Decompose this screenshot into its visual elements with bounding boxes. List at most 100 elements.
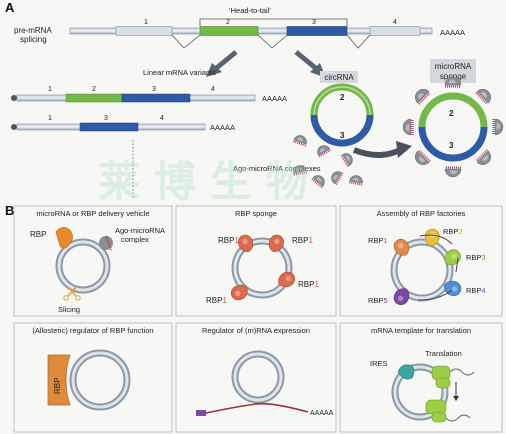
- rbp-sponge-proteins: [230, 234, 296, 301]
- premrna-transcript: [69, 18, 433, 49]
- factory-arrows: [417, 234, 459, 301]
- ires-label: IRES: [370, 359, 388, 368]
- title-regulator: Regulator of (m)RNA expression: [202, 326, 310, 335]
- exon-number-3: 3: [312, 19, 316, 26]
- rbp-protein: [393, 288, 410, 306]
- ago-microrna-complex: [415, 149, 431, 165]
- rbp-protein: [393, 238, 410, 256]
- ago-complexes-label: Ago-microRNA complexes: [233, 164, 321, 173]
- circrna: [310, 83, 374, 147]
- arrow-to-circrna: [294, 50, 320, 72]
- rbp-protein: [278, 271, 296, 288]
- variant1-exon-1: 1: [48, 86, 52, 93]
- arrow-to-linear: [212, 50, 238, 72]
- delivery-rbp-label: RBP: [30, 230, 46, 239]
- linear-variant-2: [11, 122, 206, 132]
- variant2-exon-1: 1: [48, 115, 52, 122]
- variant1-polya: AAAAA: [262, 94, 287, 103]
- ago-microrna-complex: [415, 89, 431, 105]
- regulator-polya: AAAAA: [310, 410, 334, 417]
- sponge-ago-complexes: [402, 76, 504, 178]
- factory-label-4: RBP4: [466, 286, 486, 295]
- premrna-label: pre-mRNA: [14, 26, 52, 35]
- title-factories: Assembly of RBP factories: [377, 209, 466, 218]
- factory-proteins: [393, 228, 462, 306]
- ribosome-1: [431, 365, 451, 389]
- delivery-ago-label2: complex: [121, 235, 149, 244]
- sponge-label-line2: sponge: [440, 72, 467, 81]
- ago-microrna-complex: [331, 171, 344, 185]
- rbp-sponge-label-2: RBP1: [292, 236, 313, 245]
- arrow-to-sponge: [352, 147, 402, 158]
- factory-label-2: RBP2: [443, 227, 463, 236]
- linear-variant-1: [11, 93, 256, 103]
- regulator-circle: [231, 350, 285, 404]
- nascent-peptide-2: [445, 414, 471, 422]
- delivery-ago-complex: [99, 235, 113, 251]
- subpanel-factories: [339, 205, 503, 317]
- subpanel-allosteric: [13, 322, 173, 433]
- factory-label-5: RBP5: [368, 296, 388, 305]
- delivery-ago-label1: Ago-microRNA: [115, 226, 165, 235]
- ago-microrna-complex: [492, 118, 504, 136]
- rbp-protein: [230, 284, 248, 301]
- sponge-exon-3: 3: [449, 141, 454, 150]
- splicing-label: splicing: [20, 35, 47, 44]
- ires-element: [397, 364, 415, 380]
- translation-label: Translation: [425, 349, 462, 358]
- allosteric-rbp-label: RBP: [53, 378, 62, 394]
- premrna-polya: AAAAA: [440, 28, 465, 37]
- rbp-protein: [444, 249, 461, 266]
- subpanel-translation: [339, 322, 503, 433]
- exon-4: [369, 26, 421, 36]
- circrna-exon-2: 2: [340, 93, 345, 102]
- slicing-label: Slicing: [58, 305, 80, 314]
- variant1-exon-4: 4: [211, 86, 215, 93]
- watermark: 莱博生物: [98, 157, 322, 206]
- ago-microrna-complex: [311, 175, 325, 189]
- free-ago-microrna-complexes: [293, 135, 363, 189]
- circrna-exon-3: 3: [340, 131, 345, 140]
- ago-microrna-complex: [340, 153, 353, 167]
- ago-microrna-complex: [317, 145, 331, 158]
- circrna-label-bg: [320, 71, 358, 83]
- variant2-polya: AAAAA: [210, 123, 235, 132]
- translation-circle: [391, 363, 449, 421]
- factories-circle: [390, 238, 454, 302]
- nascent-peptide-1: [449, 368, 475, 376]
- rbp-sponge-circle: [231, 237, 293, 299]
- variant2-exon-4: 4: [160, 115, 164, 122]
- ago-microrna-complex: [293, 135, 307, 147]
- exon-2: [199, 26, 259, 36]
- variant2-exon-3: 3: [104, 115, 108, 122]
- title-delivery: microRNA or RBP delivery vehicle: [36, 209, 149, 218]
- panel-a-letter: A: [5, 0, 15, 15]
- ago-microrna-complex: [444, 76, 462, 88]
- rbp-sponge-label-4: RBP1: [206, 296, 227, 305]
- head-to-tail-label: 'Head-to-tail': [229, 6, 271, 15]
- factory-label-1: RBP1: [368, 236, 388, 245]
- title-rbp-sponge: RBP sponge: [235, 209, 277, 218]
- exon-3: [286, 26, 348, 36]
- circrna-label: circRNA: [324, 73, 354, 82]
- sponge-exon-2: 2: [449, 109, 454, 118]
- rbp-protein: [238, 234, 254, 252]
- variant1-exon-3: 3: [152, 86, 156, 93]
- subpanel-delivery: [13, 205, 173, 317]
- subpanel-rbp-sponge: [175, 205, 337, 317]
- ago-microrna-complex: [293, 165, 307, 176]
- exon-number-4: 4: [393, 19, 397, 26]
- rbp-sponge-label-3: RBP1: [298, 280, 319, 289]
- subpanel-regulator: [175, 322, 337, 433]
- target-mrna: [205, 402, 309, 414]
- ribosome-2: [425, 399, 447, 423]
- ago-microrna-complex: [349, 175, 363, 186]
- factory-label-3: RBP3: [466, 253, 486, 262]
- ago-microrna-complex: [444, 166, 462, 178]
- title-allosteric: (Allosteric) regulator of RBP function: [32, 326, 153, 335]
- ago-microrna-complex: [402, 118, 414, 136]
- exon-number-2: 2: [226, 19, 230, 26]
- rbp-protein: [424, 228, 440, 247]
- delivery-circle: [55, 238, 111, 294]
- allosteric-circle: [69, 349, 131, 411]
